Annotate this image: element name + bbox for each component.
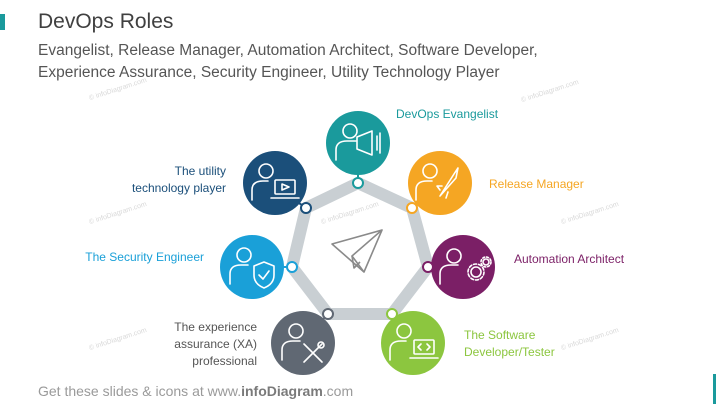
role-label-automation-architect: Automation Architect: [514, 252, 625, 266]
footer-credit: Get these slides & icons at www.infoDiag…: [38, 383, 353, 399]
title-accent-bar: [0, 14, 5, 30]
role-node-utility-technology-player: [243, 151, 307, 215]
footer-prefix: Get these slides & icons at www.: [38, 383, 242, 399]
role-circle: [408, 151, 472, 215]
slide-title: DevOps Roles: [38, 10, 174, 33]
role-label-line: technology player: [131, 181, 226, 195]
code-laptop-person-icon: [389, 323, 439, 361]
role-label-line: professional: [192, 354, 257, 368]
rocket-person-icon: [415, 163, 459, 201]
heptagon-ring: [286, 177, 434, 320]
role-label-release-manager: Release Manager: [489, 177, 584, 191]
footer-suffix: .com: [322, 383, 354, 399]
role-label-line: The Software: [464, 328, 536, 342]
role-node-evangelist: [326, 111, 390, 175]
role-label-software-developer: The Software Developer/Tester: [464, 327, 555, 361]
role-label-evangelist: DevOps Evangelist: [396, 107, 499, 121]
role-label-line: The experience: [174, 320, 257, 334]
play-screen-person-icon: [251, 163, 300, 201]
slide-subtitle: Evangelist, Release Manager, Automation …: [38, 42, 538, 81]
role-label-line: The utility: [174, 164, 226, 178]
shield-person-icon: [229, 247, 275, 289]
role-circle: [431, 235, 495, 299]
megaphone-person-icon: [335, 123, 381, 161]
role-node-automation-architect: [431, 235, 495, 299]
footer-brand: infoDiagram: [241, 383, 323, 399]
gears-person-icon: [439, 248, 492, 285]
paper-plane-icon: [331, 229, 383, 273]
role-circle: [220, 235, 284, 299]
role-circle: [271, 311, 335, 375]
tools-person-icon: [281, 323, 325, 363]
role-label-line: Developer/Tester: [464, 345, 555, 359]
role-label-line: assurance (XA): [174, 337, 257, 351]
corner-accent-bar: [713, 374, 716, 404]
role-node-security-engineer: [220, 235, 284, 299]
role-label-experience-assurance: The experience assurance (XA) profession…: [150, 319, 257, 370]
role-node-software-developer: [381, 311, 445, 375]
role-circle: [381, 311, 445, 375]
role-node-release-manager: [408, 151, 472, 215]
role-label-utility-technology-player: The utility technology player: [110, 163, 226, 197]
role-label-security-engineer: The Security Engineer: [85, 250, 204, 264]
role-circle: [326, 111, 390, 175]
role-node-experience-assurance: [271, 311, 335, 375]
